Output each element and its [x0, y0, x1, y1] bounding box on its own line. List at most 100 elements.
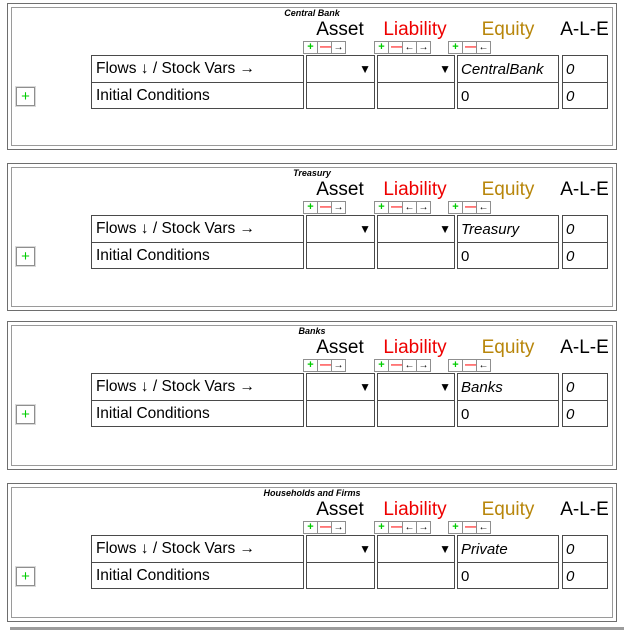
equity-initial-cell[interactable]: 0: [457, 82, 559, 109]
ale-column: 0 0: [562, 535, 608, 589]
move-column-left-icon[interactable]: ←: [402, 359, 417, 372]
delete-column-icon[interactable]: —: [317, 41, 332, 54]
liability-column-controls: + — ← →: [374, 521, 431, 534]
liability-column: ▼: [377, 215, 455, 269]
equity-column-header: Equity: [481, 337, 535, 358]
move-column-right-icon[interactable]: →: [331, 359, 346, 372]
add-column-icon[interactable]: +: [448, 521, 463, 534]
delete-column-icon[interactable]: —: [317, 359, 332, 372]
add-column-icon[interactable]: +: [374, 41, 389, 54]
equity-initial-cell[interactable]: 0: [457, 400, 559, 427]
liability-stock-dropdown[interactable]: ▼: [377, 535, 455, 563]
panel-title: Households and Firms: [263, 488, 361, 498]
delete-column-icon[interactable]: —: [462, 201, 477, 214]
add-column-icon[interactable]: +: [303, 359, 318, 372]
equity-initial-cell[interactable]: 0: [457, 562, 559, 589]
flows-stock-vars-label: Flows ↓ / Stock Vars →: [91, 55, 304, 83]
add-column-icon[interactable]: +: [448, 201, 463, 214]
liability-stock-dropdown[interactable]: ▼: [377, 373, 455, 401]
asset-initial-cell[interactable]: [306, 82, 375, 109]
liability-initial-cell[interactable]: [377, 400, 455, 427]
ale-flows-cell: 0: [562, 373, 608, 401]
asset-column-header: Asset: [316, 179, 364, 200]
equity-initial-cell[interactable]: 0: [457, 242, 559, 269]
liability-initial-cell[interactable]: [377, 562, 455, 589]
delete-column-icon[interactable]: —: [388, 521, 403, 534]
liability-initial-cell[interactable]: [377, 242, 455, 269]
move-column-left-icon[interactable]: ←: [476, 521, 491, 534]
asset-column-header: Asset: [316, 19, 364, 40]
panel-inner-border: [11, 487, 613, 618]
equity-column-header: Equity: [481, 179, 535, 200]
ale-column: 0 0: [562, 55, 608, 109]
ale-initial-cell: 0: [562, 242, 608, 269]
equity-stock-cell[interactable]: Treasury: [457, 215, 559, 243]
panel-title: Treasury: [293, 168, 331, 178]
add-row-button[interactable]: +: [15, 246, 36, 267]
move-column-left-icon[interactable]: ←: [402, 41, 417, 54]
row-label-column: Flows ↓ / Stock Vars → Initial Condition…: [91, 373, 304, 427]
delete-column-icon[interactable]: —: [317, 201, 332, 214]
add-column-icon[interactable]: +: [303, 201, 318, 214]
liability-stock-dropdown[interactable]: ▼: [377, 55, 455, 83]
delete-column-icon[interactable]: —: [462, 359, 477, 372]
liability-column-header: Liability: [383, 179, 447, 200]
delete-column-icon[interactable]: —: [317, 521, 332, 534]
add-row-button[interactable]: +: [15, 404, 36, 425]
ale-initial-cell: 0: [562, 82, 608, 109]
move-column-left-icon[interactable]: ←: [402, 201, 417, 214]
asset-initial-cell[interactable]: [306, 400, 375, 427]
liability-stock-dropdown[interactable]: ▼: [377, 215, 455, 243]
move-column-right-icon[interactable]: →: [416, 41, 431, 54]
equity-column: Treasury 0: [457, 215, 559, 269]
move-column-right-icon[interactable]: →: [331, 41, 346, 54]
asset-stock-dropdown[interactable]: ▼: [306, 535, 375, 563]
asset-column: ▼: [306, 373, 375, 427]
move-column-right-icon[interactable]: →: [331, 201, 346, 214]
asset-stock-dropdown[interactable]: ▼: [306, 373, 375, 401]
asset-column-header: Asset: [316, 499, 364, 520]
ale-flows-cell: 0: [562, 55, 608, 83]
add-column-icon[interactable]: +: [303, 521, 318, 534]
liability-column-header: Liability: [383, 499, 447, 520]
add-row-button[interactable]: +: [15, 566, 36, 587]
delete-column-icon[interactable]: —: [388, 201, 403, 214]
move-column-left-icon[interactable]: ←: [476, 359, 491, 372]
liability-initial-cell[interactable]: [377, 82, 455, 109]
equity-column-header: Equity: [481, 499, 535, 520]
add-column-icon[interactable]: +: [448, 359, 463, 372]
add-column-icon[interactable]: +: [303, 41, 318, 54]
add-column-icon[interactable]: +: [374, 521, 389, 534]
equity-stock-cell[interactable]: Banks: [457, 373, 559, 401]
move-column-right-icon[interactable]: →: [416, 521, 431, 534]
move-column-right-icon[interactable]: →: [416, 359, 431, 372]
asset-stock-dropdown[interactable]: ▼: [306, 215, 375, 243]
asset-initial-cell[interactable]: [306, 562, 375, 589]
liability-column-header: Liability: [383, 337, 447, 358]
flows-stock-vars-label: Flows ↓ / Stock Vars →: [91, 215, 304, 243]
asset-stock-dropdown[interactable]: ▼: [306, 55, 375, 83]
move-column-left-icon[interactable]: ←: [476, 201, 491, 214]
godley-table-panel: Banks Asset Liability Equity A-L-E + — →…: [7, 321, 617, 470]
row-label-column: Flows ↓ / Stock Vars → Initial Condition…: [91, 55, 304, 109]
equity-stock-cell[interactable]: CentralBank: [457, 55, 559, 83]
add-column-icon[interactable]: +: [374, 201, 389, 214]
move-column-right-icon[interactable]: →: [416, 201, 431, 214]
move-column-left-icon[interactable]: ←: [476, 41, 491, 54]
delete-column-icon[interactable]: —: [388, 41, 403, 54]
add-row-button[interactable]: +: [15, 86, 36, 107]
add-column-icon[interactable]: +: [448, 41, 463, 54]
add-column-icon[interactable]: +: [374, 359, 389, 372]
asset-column-controls: + — →: [303, 359, 346, 372]
move-column-right-icon[interactable]: →: [331, 521, 346, 534]
liability-column-controls: + — ← →: [374, 41, 431, 54]
equity-stock-cell[interactable]: Private: [457, 535, 559, 563]
asset-initial-cell[interactable]: [306, 242, 375, 269]
asset-column: ▼: [306, 215, 375, 269]
equity-column-header: Equity: [481, 19, 535, 40]
move-column-left-icon[interactable]: ←: [402, 521, 417, 534]
liability-column: ▼: [377, 535, 455, 589]
delete-column-icon[interactable]: —: [462, 41, 477, 54]
delete-column-icon[interactable]: —: [388, 359, 403, 372]
delete-column-icon[interactable]: —: [462, 521, 477, 534]
